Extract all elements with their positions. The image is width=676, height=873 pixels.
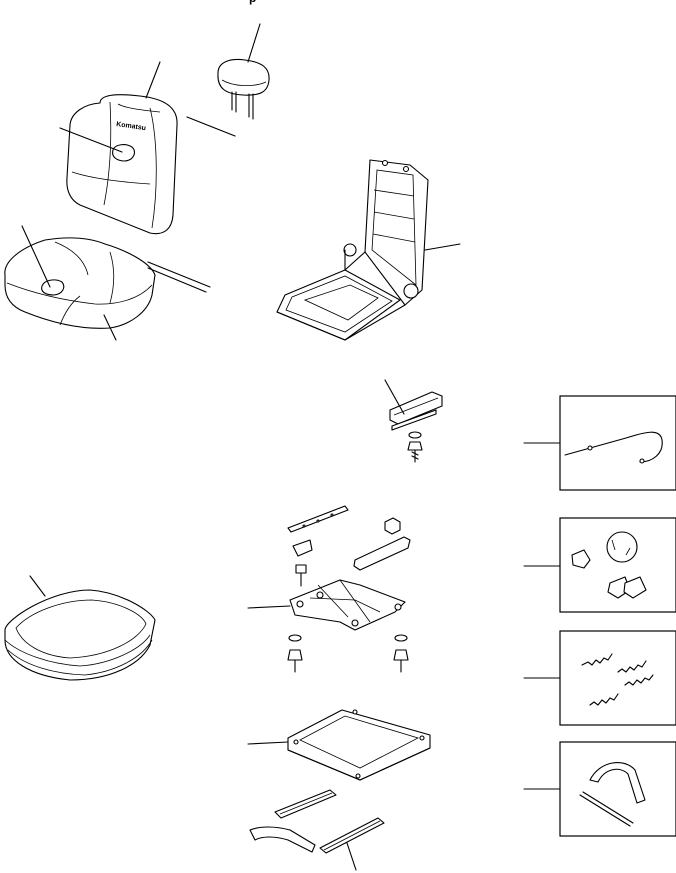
springs xyxy=(581,653,654,706)
strap-kit-box xyxy=(559,741,676,837)
seat-frame-leader-line xyxy=(424,243,461,251)
suspension-rails xyxy=(287,505,411,571)
slide-rail-upper-leader-line xyxy=(384,379,405,415)
cable xyxy=(564,431,663,464)
seat-cushion-emblem-leader-line xyxy=(21,225,51,288)
suspension-leader-line xyxy=(247,605,291,609)
suspension-mechanism xyxy=(289,579,406,631)
hardware-parts xyxy=(571,531,647,599)
cable-kit-box xyxy=(559,395,676,491)
seat-cushion-leader-line xyxy=(103,314,117,341)
spring-kit-box xyxy=(559,630,676,726)
headrest-axis-line xyxy=(186,116,236,137)
top-clipped-glyph: p xyxy=(249,0,256,5)
seat-cushion-rod-line-1 xyxy=(147,261,211,288)
strap xyxy=(579,762,646,827)
seat-cover-leader-line xyxy=(29,575,46,597)
headrest xyxy=(217,58,270,120)
lower-rails xyxy=(249,789,385,854)
seat-back-emblem-leader-line xyxy=(59,127,123,153)
headrest-leader-line xyxy=(247,23,261,63)
lower-rails-leader-line xyxy=(346,842,357,871)
seat-back-brand-label: Komatsu xyxy=(116,121,147,132)
slide-rail-upper xyxy=(389,391,443,463)
seat-cushion-rod-line-2 xyxy=(147,267,207,293)
seat-back-cushion xyxy=(66,94,178,235)
suspension-bolts xyxy=(287,564,409,673)
seat-back-leader-line xyxy=(145,61,161,99)
slide-base-frame xyxy=(287,709,431,781)
seat-cover xyxy=(4,589,156,681)
slide-base-leader-line xyxy=(247,741,289,745)
seat-frame xyxy=(276,159,429,341)
seat-cushion xyxy=(4,237,156,329)
